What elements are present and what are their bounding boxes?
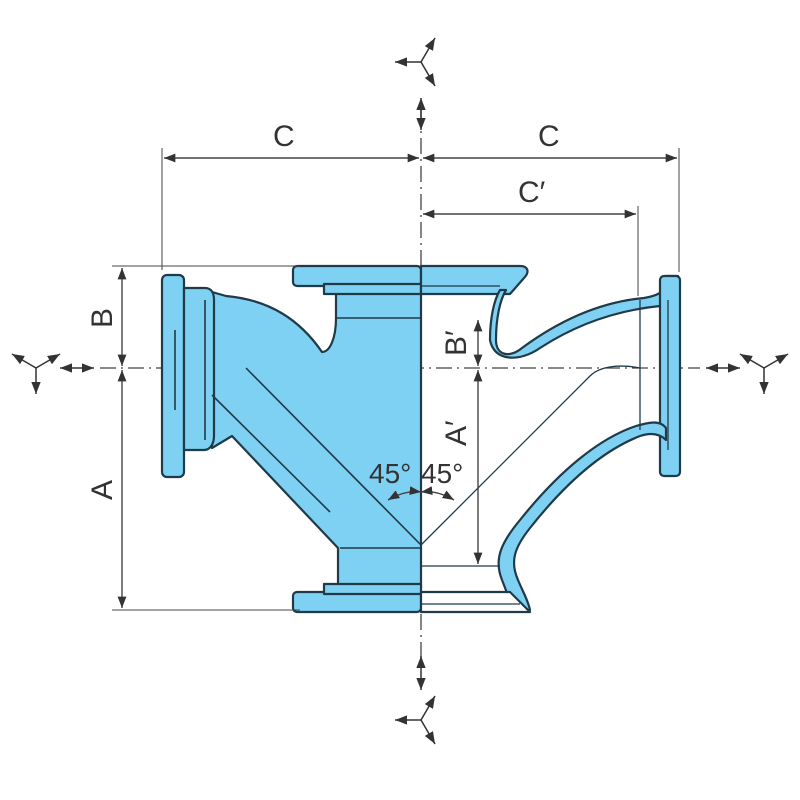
move-axes-icon-bottom xyxy=(395,695,436,745)
move-axes-icon-left xyxy=(11,353,61,394)
dimension-c-right: C xyxy=(423,120,680,272)
dim-label-c-prime: C′ xyxy=(518,176,546,209)
move-axes-icon-top xyxy=(395,37,436,87)
angle-label-right: 45° xyxy=(421,458,463,489)
dim-label-c-right: C xyxy=(538,120,560,153)
move-axes-icon-right xyxy=(739,353,789,394)
dim-label-c-left: C xyxy=(273,120,295,153)
angle-markers: 45° 45° xyxy=(369,458,463,501)
dimension-c-left: C xyxy=(161,120,419,270)
dim-label-a-prime: A′ xyxy=(440,420,473,446)
right-section xyxy=(419,264,682,614)
dimension-a-prime: A′ xyxy=(440,370,483,564)
dim-label-a: A xyxy=(86,480,119,500)
dim-label-b-prime: B′ xyxy=(440,330,473,356)
dimension-b: B xyxy=(86,265,300,366)
angle-label-left: 45° xyxy=(369,458,411,489)
left-section xyxy=(160,264,423,614)
dim-label-b: B xyxy=(86,308,119,328)
dimension-a: A xyxy=(86,370,300,611)
dimension-b-prime: B′ xyxy=(440,320,483,366)
dimension-c-prime: C′ xyxy=(423,176,639,296)
